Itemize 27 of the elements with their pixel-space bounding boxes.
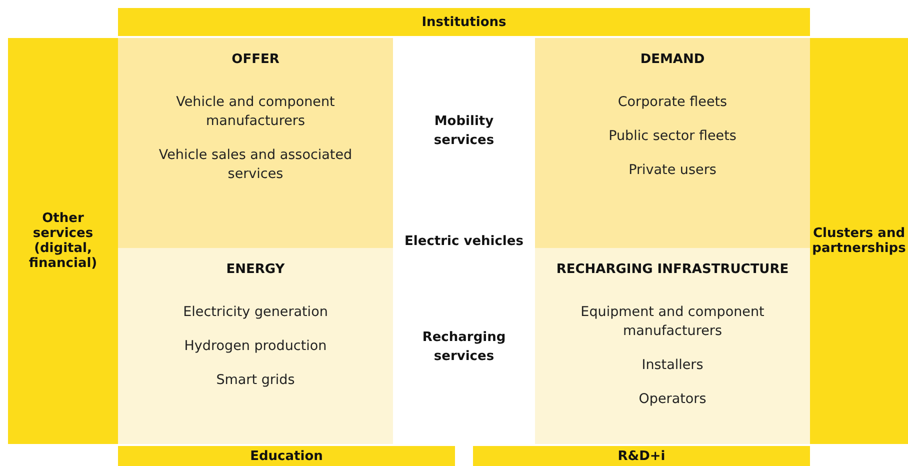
side-band: Clusters and partnerships [810, 38, 908, 444]
list-item: Installers [642, 356, 704, 375]
panel-heading: DEMAND [640, 52, 705, 67]
list-item: Vehicle and component manufacturers [175, 93, 336, 131]
panel [118, 248, 393, 444]
list-item: Corporate fleets [618, 93, 728, 112]
list-item: Smart grids [216, 371, 295, 390]
center-label: Electric vehicles [404, 233, 524, 251]
panel-heading: RECHARGING INFRASTRUCTURE [556, 262, 789, 277]
list-item: Public sector fleets [608, 127, 736, 146]
list-item: Hydrogen production [184, 337, 327, 356]
list-item: Operators [638, 390, 706, 409]
heading-band: Institutions [118, 8, 810, 36]
footer-band: Education [118, 446, 455, 466]
center-label: Recharging services [421, 329, 507, 366]
side-band: Other services (digital, financial) [8, 38, 118, 444]
panel-heading: ENERGY [226, 262, 285, 277]
list-item: Equipment and component manufacturers [580, 303, 766, 341]
panel [535, 38, 810, 248]
list-item: Vehicle sales and associated services [158, 146, 354, 184]
panel-heading: OFFER [232, 52, 280, 67]
panel [118, 38, 393, 248]
list-item: Electricity generation [183, 303, 328, 322]
panel [535, 248, 810, 444]
list-item: Private users [628, 161, 716, 180]
footer-band: R&D+i [473, 446, 810, 466]
center-label: Mobility services [432, 113, 496, 150]
